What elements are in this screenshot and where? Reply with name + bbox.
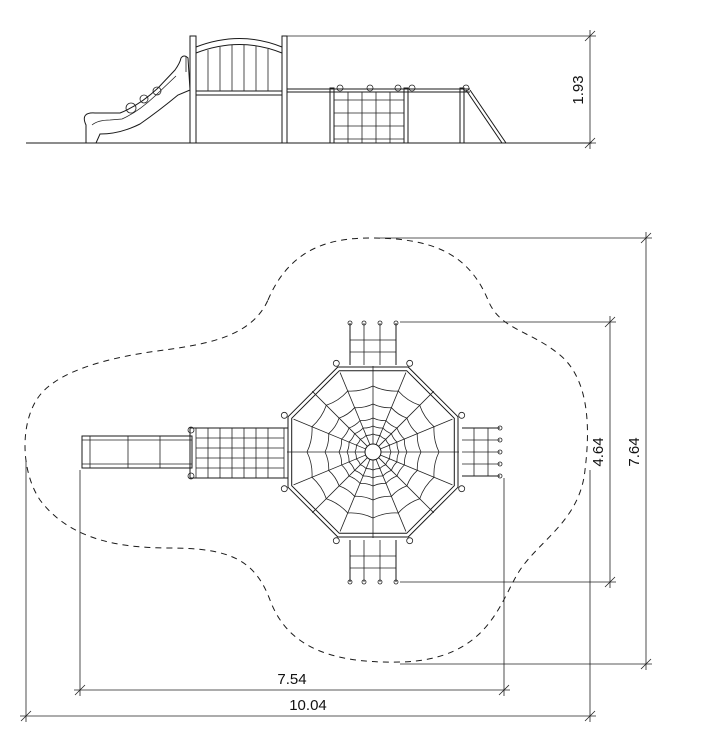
web-ring [338, 417, 408, 487]
web-hub [364, 443, 382, 461]
safety-zone-outline [24, 237, 588, 663]
web-radial-strand [380, 454, 453, 486]
tower-left [189, 35, 288, 144]
web-radial-strand [378, 457, 435, 514]
bridge-plan [187, 426, 289, 480]
web-post [332, 359, 340, 367]
outer-width-label: 10.04 [289, 697, 327, 714]
web-post [406, 537, 414, 545]
web-radial-strand [339, 372, 371, 445]
web-radial-strand [375, 372, 407, 445]
web-ring [306, 385, 440, 519]
web-ring [346, 425, 400, 479]
spider-web-net [280, 359, 466, 545]
web-radial-strand [380, 418, 453, 450]
web-radial-strand [311, 390, 368, 447]
side-elevation: 1.93 [26, 30, 596, 149]
web-post [332, 537, 340, 545]
height-dimension [287, 30, 596, 149]
inner-width-label: 7.54 [277, 671, 306, 688]
ladder-south [347, 540, 399, 585]
web-radial-strand [293, 454, 366, 486]
web-ring [354, 433, 392, 471]
web-radial-strand [378, 390, 435, 447]
ladder-north [347, 320, 399, 365]
web-frame-inner [291, 370, 455, 534]
inner-height-label: 4.64 [590, 437, 607, 466]
web-radial-strand [311, 457, 368, 514]
height-label: 1.93 [570, 75, 587, 104]
plan-view: 4.64 7.64 7.54 10.04 [20, 232, 652, 722]
web-radial-strand [339, 459, 371, 532]
web-post [280, 485, 288, 493]
net-bridge [287, 84, 507, 144]
web-post [280, 411, 288, 419]
web-post [458, 485, 466, 493]
web-radial-strand [293, 418, 366, 450]
web-frame-outer [287, 366, 459, 538]
outer-height-label: 7.64 [626, 437, 643, 466]
slide-plan [81, 435, 193, 469]
web-post [458, 411, 466, 419]
web-radial-strand [375, 459, 407, 532]
plan-dimensions [20, 232, 652, 722]
slide [83, 55, 191, 144]
ladder-east [462, 425, 503, 479]
web-ring [324, 403, 422, 501]
web-post [406, 359, 414, 367]
